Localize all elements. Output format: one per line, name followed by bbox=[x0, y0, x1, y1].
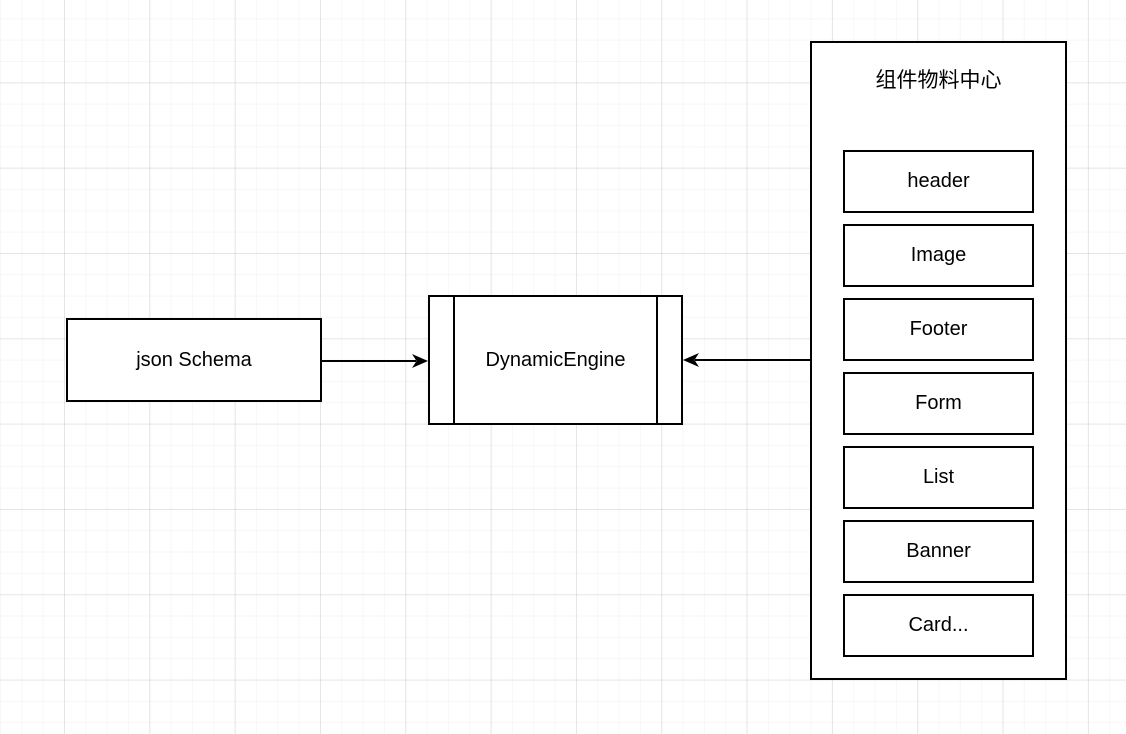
component-item-label: Card... bbox=[908, 614, 969, 636]
component-item-label: header bbox=[907, 170, 970, 192]
component-bar-left bbox=[453, 297, 455, 423]
node-json-schema[interactable]: json Schema bbox=[66, 318, 322, 402]
arrowhead-left-icon bbox=[683, 353, 699, 367]
component-item-image[interactable]: Image bbox=[843, 224, 1034, 287]
component-item-card[interactable]: Card... bbox=[843, 594, 1034, 657]
component-item-header[interactable]: header bbox=[843, 150, 1034, 213]
node-material-center[interactable]: 组件物料中心 header Image Footer Form List Ban… bbox=[810, 41, 1067, 680]
component-item-footer[interactable]: Footer bbox=[843, 298, 1034, 361]
component-item-label: Image bbox=[910, 244, 967, 266]
component-item-label: Footer bbox=[909, 318, 968, 340]
component-item-label: Form bbox=[915, 392, 962, 414]
component-item-banner[interactable]: Banner bbox=[843, 520, 1034, 583]
component-bar-right bbox=[656, 297, 658, 423]
component-item-label: List bbox=[922, 466, 955, 488]
component-list: header Image Footer Form List Banner Car… bbox=[843, 150, 1034, 657]
component-item-list[interactable]: List bbox=[843, 446, 1034, 509]
node-dynamic-engine[interactable]: DynamicEngine bbox=[428, 295, 683, 425]
material-center-title: 组件物料中心 bbox=[875, 69, 1002, 92]
arrowhead-right-icon bbox=[412, 354, 428, 368]
component-item-form[interactable]: Form bbox=[843, 372, 1034, 435]
arrow-material-center-to-dynamic-engine[interactable] bbox=[683, 348, 810, 372]
arrow-json-schema-to-dynamic-engine[interactable] bbox=[322, 349, 428, 373]
node-json-schema-label: json Schema bbox=[136, 349, 252, 371]
component-item-label: Banner bbox=[906, 540, 971, 562]
node-dynamic-engine-label: DynamicEngine bbox=[485, 349, 626, 371]
